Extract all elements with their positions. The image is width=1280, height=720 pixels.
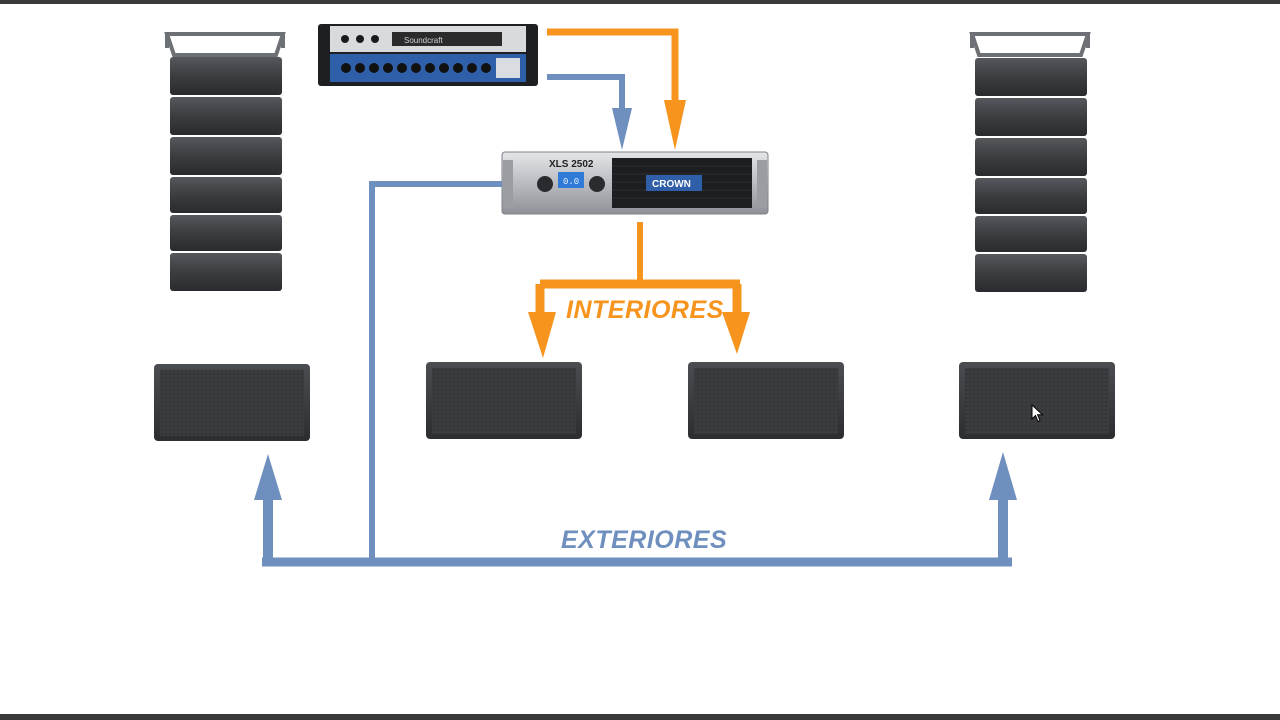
digital-mixer: Soundcraft [318, 24, 538, 86]
top-frame-bar [0, 0, 1280, 4]
bottom-frame-bar [0, 714, 1280, 720]
mouse-pointer-icon [1031, 404, 1044, 423]
orange-signal-path [528, 28, 750, 358]
subwoofer-4 [959, 362, 1115, 439]
svg-text:XLS 2502: XLS 2502 [549, 159, 594, 170]
line-array-right [969, 32, 1091, 292]
power-amplifier: XLS 2502 0.0 CROWN [501, 151, 769, 215]
line-array-left [164, 32, 286, 291]
svg-text:0.0: 0.0 [563, 177, 579, 187]
subwoofer-1 [154, 364, 310, 441]
subwoofer-3 [688, 362, 844, 439]
interiores-label: INTERIORES [566, 296, 724, 324]
exteriores-label: EXTERIORES [561, 526, 728, 554]
svg-text:Soundcraft: Soundcraft [404, 36, 443, 45]
svg-text:CROWN: CROWN [652, 179, 691, 190]
blue-signal-path [254, 74, 1017, 567]
subwoofer-2 [426, 362, 582, 439]
